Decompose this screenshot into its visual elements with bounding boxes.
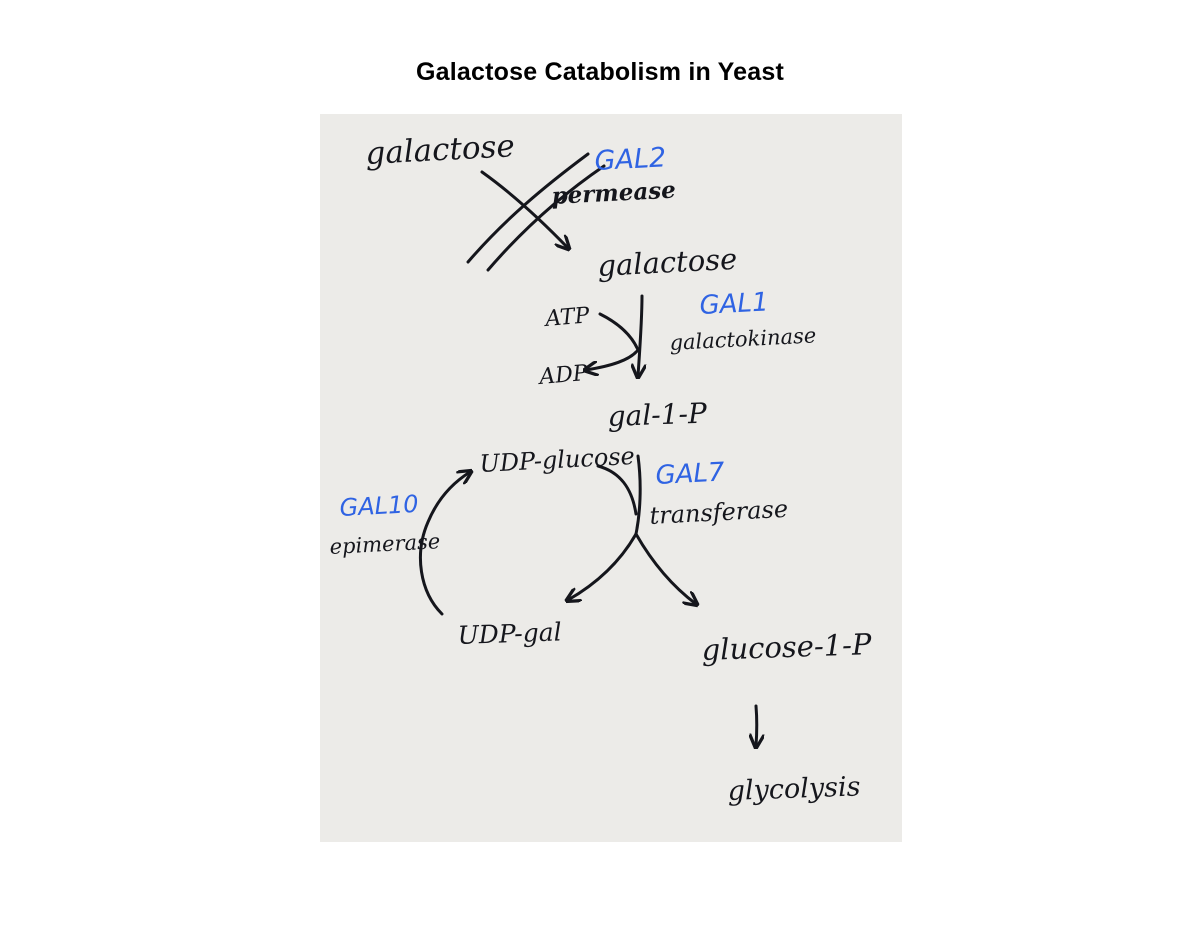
permease-label: permease <box>551 177 677 210</box>
gal2-gene-label: GAL2 <box>594 142 667 177</box>
pathway-diagram: galactose GAL2 permease galactose GAL1 g… <box>329 128 872 807</box>
atp-consumption-curve <box>598 312 640 352</box>
inside-galactose-label: galactose <box>597 242 738 283</box>
transferase-label: transferase <box>649 495 789 530</box>
adp-release-arrow <box>586 348 640 370</box>
udp-gal-label: UDP-gal <box>457 617 562 650</box>
outside-galactose-label: galactose <box>365 128 516 172</box>
cell-membrane-line-inner <box>486 164 606 272</box>
arrow-to-glycolysis <box>756 704 757 746</box>
adp-label: ADP <box>536 361 590 390</box>
arrow-to-glucose-1-p <box>634 532 696 604</box>
udp-glucose-into-transferase <box>596 464 638 516</box>
gal1-gene-label: GAL1 <box>699 287 769 321</box>
cell-membrane-line-outer <box>466 152 590 264</box>
glucose-1-p-label: glucose-1-P <box>701 627 872 667</box>
galactokinase-label: galactokinase <box>669 323 817 355</box>
glycolysis-label: glycolysis <box>727 771 861 807</box>
gal-1-p-label: gal-1-P <box>607 397 708 433</box>
transferase-main-line <box>634 454 642 536</box>
gal10-gene-label: GAL10 <box>339 490 419 522</box>
gal7-gene-label: GAL7 <box>655 457 726 491</box>
transport-arrow <box>480 170 568 248</box>
hand-drawn-pathway-sheet: galactose GAL2 permease galactose GAL1 g… <box>320 114 902 842</box>
page-title: Galactose Catabolism in Yeast <box>416 58 784 86</box>
arrow-to-udp-gal <box>568 532 638 600</box>
atp-label: ATP <box>542 303 591 332</box>
epimerase-cycle-arrow <box>418 472 470 616</box>
galactokinase-arrow <box>638 294 642 376</box>
